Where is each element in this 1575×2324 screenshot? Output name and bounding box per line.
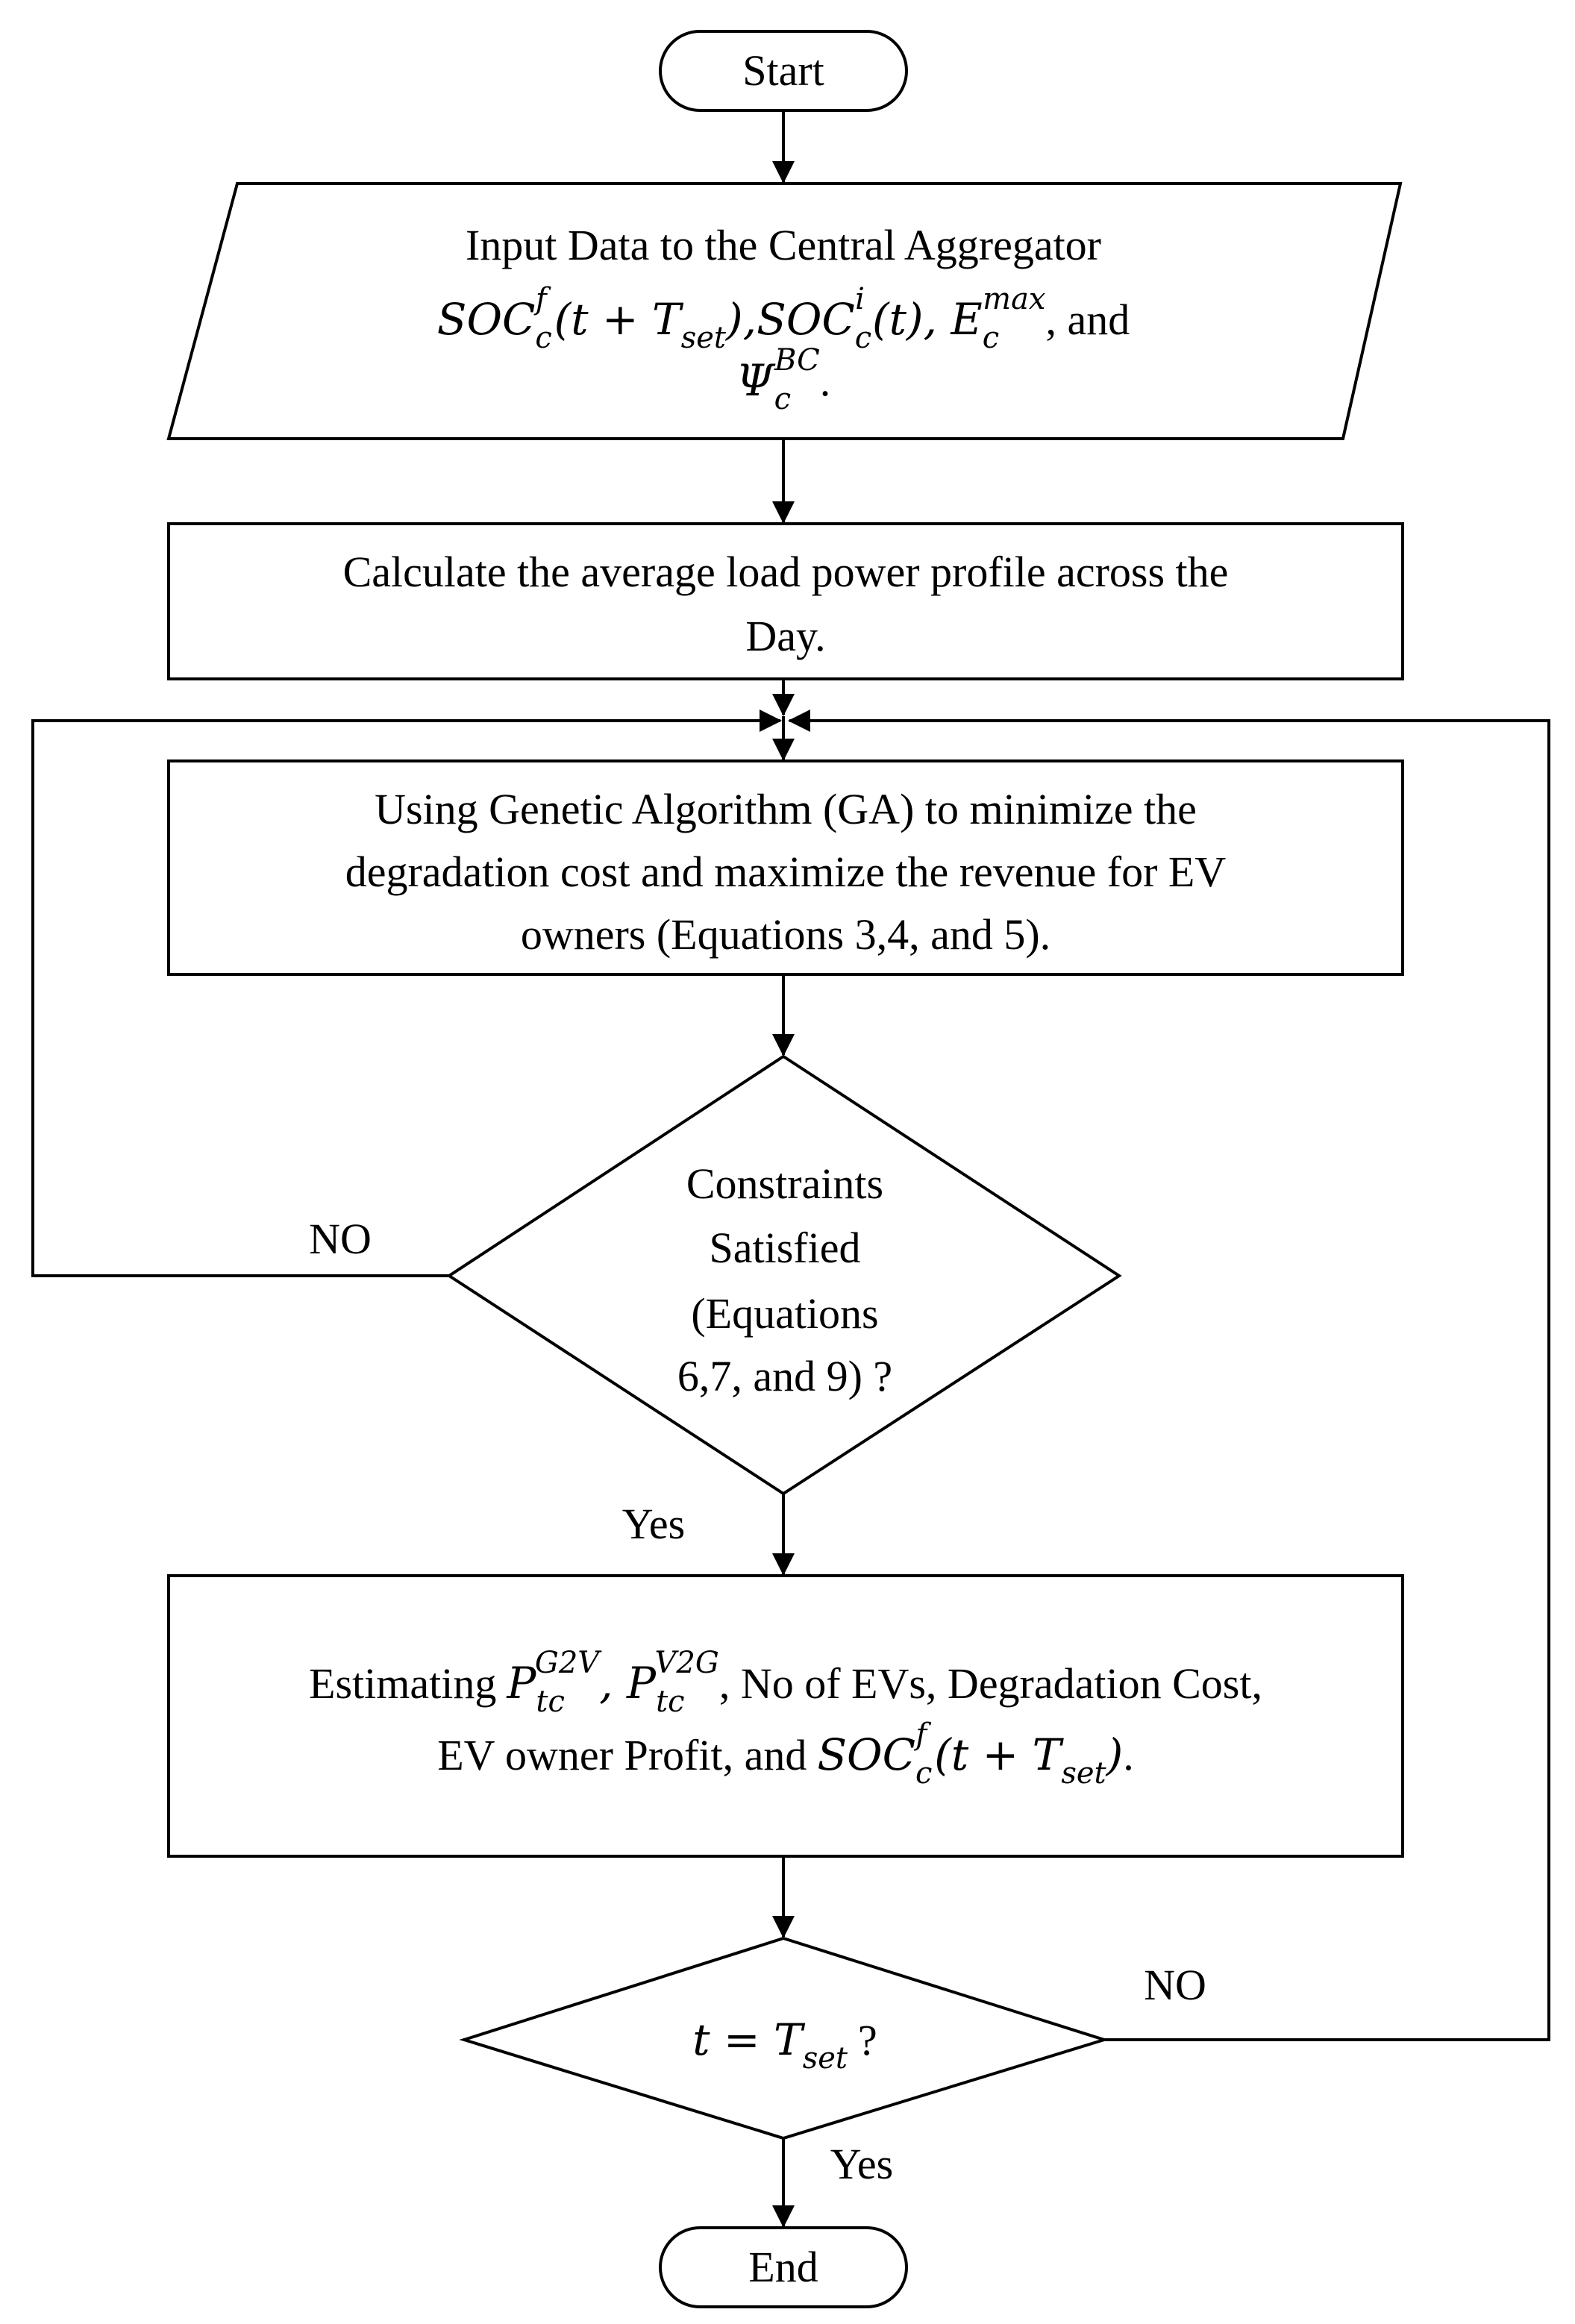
t-decision-diamond: t = Tset? (459, 1936, 1109, 2140)
average-line2: Day. (745, 612, 825, 660)
constraints-line1: Constraints (686, 1159, 883, 1208)
average-line1: Calculate the average load power profile… (343, 548, 1229, 596)
no-loop-right-line (788, 710, 1550, 2041)
estimate-line1-prefix: Estimating (309, 1659, 496, 1708)
input-title: Input Data to the Central Aggregator (466, 221, 1101, 269)
input-line3-suffix: . (820, 357, 831, 405)
input-data-parallelogram: Input Data to the Central Aggregator SOC… (166, 182, 1403, 440)
constraints-line4: 6,7, and 9) ? (677, 1352, 892, 1400)
ga-line3: owners (Equations 3,4, and 5). (521, 910, 1050, 959)
t-decision-suffix: ? (858, 2016, 877, 2064)
estimate-line2-prefix: EV owner Profit, and (437, 1731, 807, 1779)
input-psi-line: ΨcBC. (736, 343, 831, 416)
constraints-line2: Satisfied (710, 1224, 861, 1272)
input-line2-suffix: , and (1045, 295, 1130, 344)
average-load-box: Calculate the average load power profile… (167, 522, 1404, 680)
end-label: End (748, 2243, 818, 2291)
yes-mid-label: Yes (622, 1500, 685, 1548)
estimate-line1-suffix: , No of EVs, Degradation Cost, (719, 1659, 1262, 1708)
no-right-label: NO (1144, 1961, 1206, 2009)
no-loop-left-line (31, 710, 782, 1277)
no-left-label: NO (309, 1215, 372, 1263)
constraints-line3: (Equations (691, 1289, 878, 1338)
genetic-algorithm-box: Using Genetic Algorithm (GA) to minimize… (167, 759, 1404, 976)
yes-bottom-label: Yes (830, 2140, 893, 2188)
input-variables-line: SOCcf(t + Tset),SOCci(t), Ecmax, and (437, 282, 1130, 355)
ga-line1: Using Genetic Algorithm (GA) to minimize… (375, 785, 1197, 833)
t-decision-label: t = Tset? (692, 2014, 877, 2076)
ga-line2: degradation cost and maximize the revenu… (345, 848, 1227, 896)
start-label: Start (742, 46, 824, 95)
start-terminator: Start (659, 30, 908, 112)
estimate-line2-suffix: . (1123, 1731, 1134, 1779)
end-terminator: End (659, 2226, 908, 2308)
constraints-decision-diamond: Constraints Satisfied (Equations 6,7, an… (446, 1054, 1122, 1496)
